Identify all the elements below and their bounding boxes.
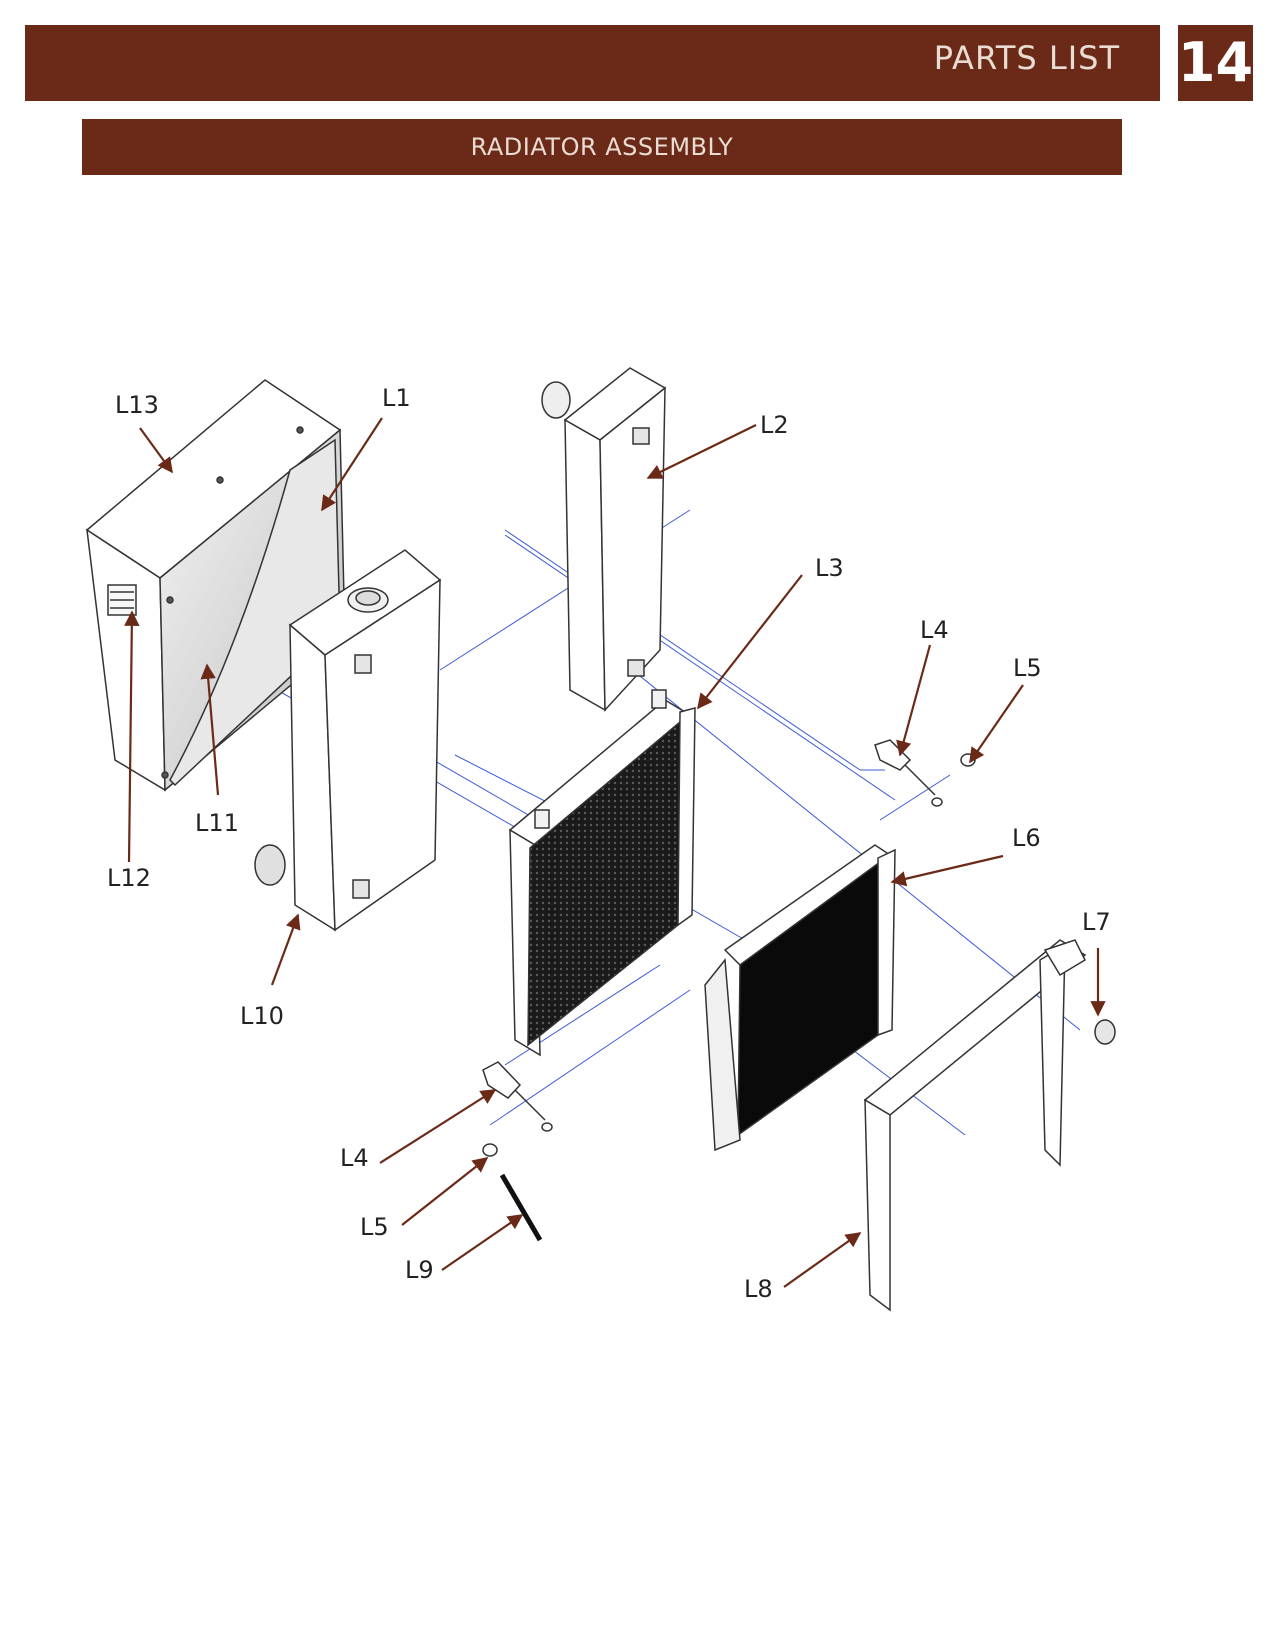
callout-label-l9: L9 [405,1256,434,1284]
header-bar: PARTS LIST [25,25,1160,101]
hardware-parts [482,739,1116,1242]
section-bar: RADIATOR ASSEMBLY [82,119,1122,175]
callout-label-l10: L10 [240,1002,284,1030]
callout-label-l11: L11 [195,809,239,837]
callout-label-l1: L1 [382,384,411,412]
callout-label-l7: L7 [1082,908,1111,936]
callout-label-l3: L3 [815,554,844,582]
callout-label-l5-top: L5 [1013,654,1042,682]
section-title: RADIATOR ASSEMBLY [470,133,734,161]
callout-label-l4-bottom: L4 [340,1144,369,1172]
callout-label-l6: L6 [1012,824,1041,852]
callout-leaders [124,417,1106,1288]
callout-labels: L13 L1 L2 L3 L4 L5 L11 L12 L10 L6 L7 L4 … [107,384,1111,1303]
charge-air-tank [541,367,667,712]
callout-label-l13: L13 [115,391,159,419]
fan-shroud [85,379,346,792]
condenser-core [704,844,896,1152]
page-number: 14 [1177,31,1254,94]
callout-label-l12: L12 [107,864,151,892]
callout-label-l4-top: L4 [920,616,949,644]
callout-label-l2: L2 [760,411,789,439]
radiator-tank [254,549,442,932]
callout-label-l8: L8 [744,1275,773,1303]
header-title: PARTS LIST [933,39,1120,77]
radiator-core [508,689,696,1057]
page-number-box: 14 [1178,25,1253,101]
callout-label-l5-bottom: L5 [360,1213,389,1241]
support-bracket [863,939,1087,1312]
